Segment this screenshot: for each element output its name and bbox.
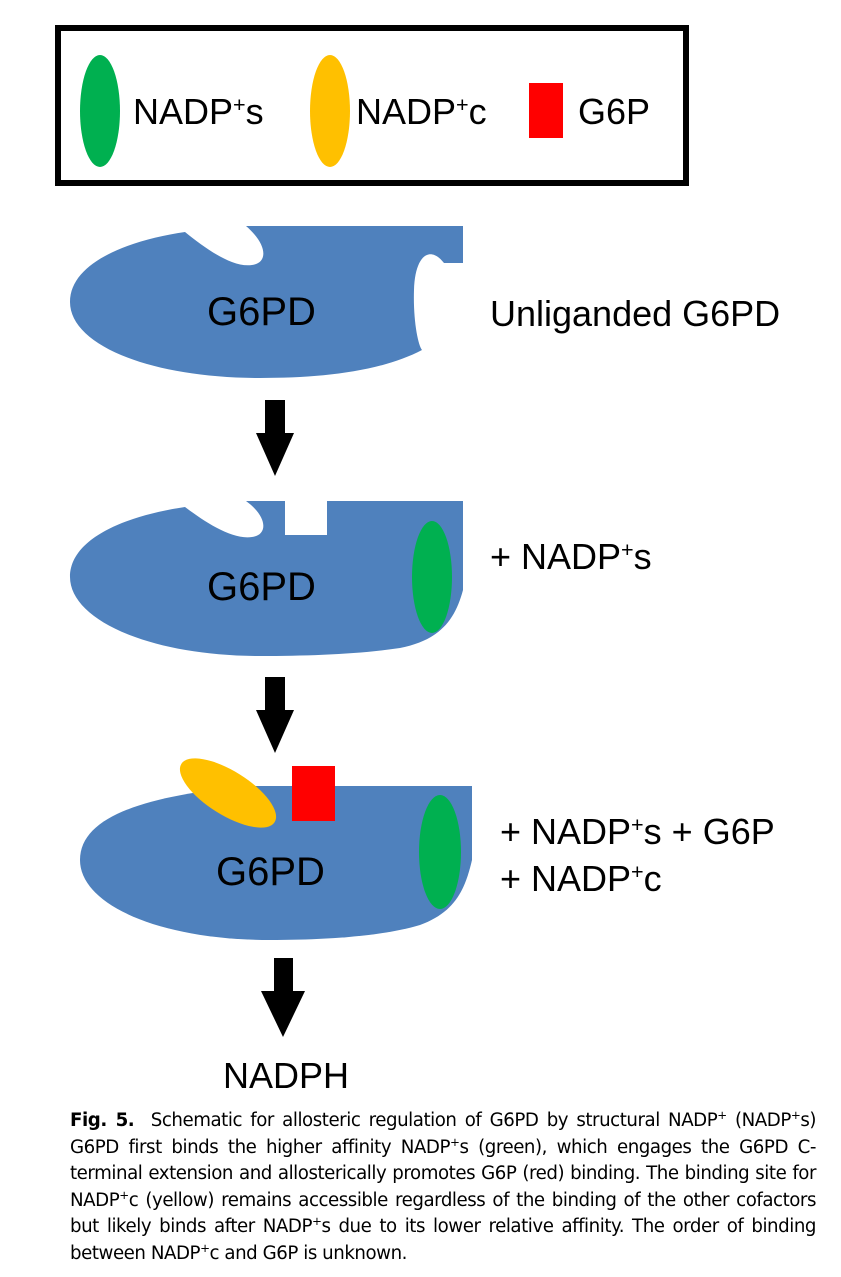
product-label: NADPH <box>223 1055 350 1096</box>
stage2-description: + NADP+s <box>490 536 652 577</box>
legend-label-nadp-c: NADP+c <box>356 91 487 132</box>
enzyme-label-stage3: G6PD <box>216 850 325 894</box>
down-arrow-icon <box>261 958 305 1037</box>
figure-caption: Fig. 5. Schematic for allosteric regulat… <box>70 1107 816 1264</box>
nadp-s-bound-stage3 <box>419 795 461 909</box>
g6p-bound-stage3 <box>292 766 335 821</box>
enzyme-shape-stage3 <box>80 786 472 940</box>
legend-nadp-c-icon <box>310 55 350 167</box>
legend-box <box>55 25 689 186</box>
down-arrow-icon <box>256 400 294 476</box>
nadp-c-bound-stage3 <box>179 758 277 828</box>
enzyme-shape-stage1 <box>70 226 463 378</box>
legend-nadp-s-icon <box>80 55 120 167</box>
stage3-description-line2: + NADP+c <box>500 858 662 899</box>
enzyme-label-stage1: G6PD <box>207 290 316 334</box>
stage1-description: Unliganded G6PD <box>490 293 781 334</box>
stage3-description-line1: + NADP+s + G6P <box>500 811 775 852</box>
legend-g6p-icon <box>529 83 563 138</box>
down-arrow-icon <box>256 677 294 753</box>
legend-label-g6p: G6P <box>578 91 651 132</box>
diagram-canvas <box>70 55 563 1037</box>
enzyme-label-stage2: G6PD <box>207 565 316 609</box>
legend-label-nadp-s: NADP+s <box>133 91 264 132</box>
figure-number: Fig. 5. <box>70 1110 135 1131</box>
enzyme-shape-stage2 <box>70 501 463 656</box>
nadp-s-bound-stage2 <box>412 521 452 633</box>
